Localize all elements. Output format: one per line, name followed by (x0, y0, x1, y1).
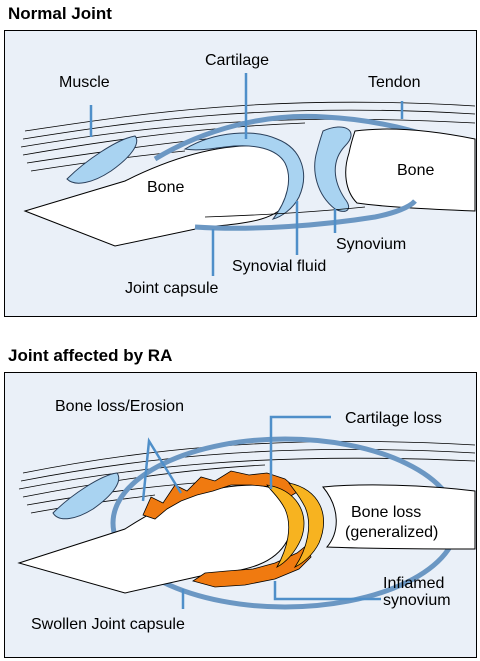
label-bone-loss-erosion: Bone loss/Erosion (55, 398, 184, 415)
label-synovial-fluid: Synovial fluid (232, 258, 326, 275)
ra-joint-title: Joint affected by RA (8, 346, 172, 366)
label-swollen-capsule: Swollen Joint capsule (31, 616, 185, 633)
ra-joint-diagram: Bone loss/Erosion Cartilage loss Bone lo… (5, 373, 476, 657)
muscle-shape (67, 136, 137, 183)
ra-joint-panel: Bone loss/Erosion Cartilage loss Bone lo… (4, 372, 477, 658)
label-muscle: Muscle (59, 74, 110, 91)
normal-joint-panel: Muscle Cartilage Tendon Bone Bone Synovi… (4, 30, 477, 317)
label-synovium: Synovium (336, 236, 406, 253)
label-bone-left: Bone (147, 179, 184, 196)
label-bone-right: Bone (397, 162, 434, 179)
ra-muscle-shape (53, 473, 119, 519)
label-bone-loss-generalized-1: Bone loss (351, 504, 421, 521)
label-inflamed-synovium-1: Infiamed (383, 575, 444, 592)
normal-joint-title: Normal Joint (8, 4, 112, 24)
label-inflamed-synovium-2: synovium (383, 592, 451, 609)
label-cartilage-loss: Cartilage loss (345, 410, 442, 427)
label-tendon: Tendon (368, 74, 421, 91)
label-bone-loss-generalized-2: (generalized) (345, 524, 438, 541)
normal-joint-diagram: Muscle Cartilage Tendon Bone Bone Synovi… (5, 31, 476, 316)
label-cartilage: Cartilage (205, 52, 269, 69)
label-joint-capsule: Joint capsule (125, 280, 218, 297)
